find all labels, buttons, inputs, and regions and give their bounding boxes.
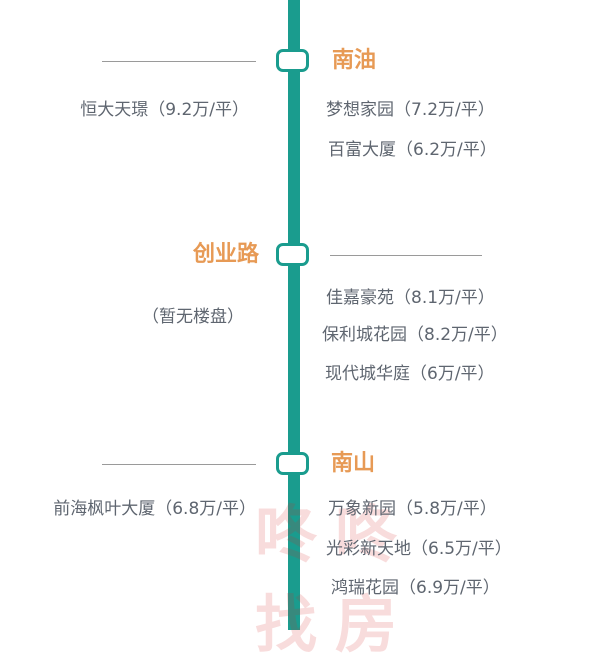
- property-item: （暂无楼盘）: [142, 307, 244, 327]
- station-rule: [102, 61, 256, 62]
- property-item: 鸿瑞花园（6.9万/平）: [331, 578, 500, 598]
- station-name-nanyou: 南油: [332, 48, 377, 73]
- property-item: 万象新园（5.8万/平）: [328, 499, 497, 519]
- station-name-chuangyelu: 创业路: [192, 242, 259, 267]
- property-item: 光彩新天地（6.5万/平）: [326, 539, 512, 559]
- property-item: 现代城华庭（6万/平）: [325, 364, 495, 384]
- property-item: 百富大厦（6.2万/平）: [328, 140, 497, 160]
- property-item: 前海枫叶大厦（6.8万/平）: [53, 499, 256, 519]
- watermark-char: 咚: [254, 498, 317, 571]
- station-node: [276, 452, 309, 475]
- property-item: 恒大天璟（9.2万/平）: [80, 100, 249, 120]
- property-item: 佳嘉豪苑（8.1万/平）: [326, 288, 495, 308]
- station-rule: [330, 255, 482, 256]
- station-rule: [102, 464, 256, 465]
- property-item: 梦想家园（7.2万/平）: [326, 100, 495, 120]
- watermark-char: 找: [254, 588, 317, 661]
- station-node: [276, 49, 309, 72]
- property-item: 保利城花园（8.2万/平）: [322, 325, 508, 345]
- station-name-nanshan: 南山: [331, 451, 376, 476]
- station-node: [276, 243, 309, 266]
- metro-line: [288, 0, 300, 630]
